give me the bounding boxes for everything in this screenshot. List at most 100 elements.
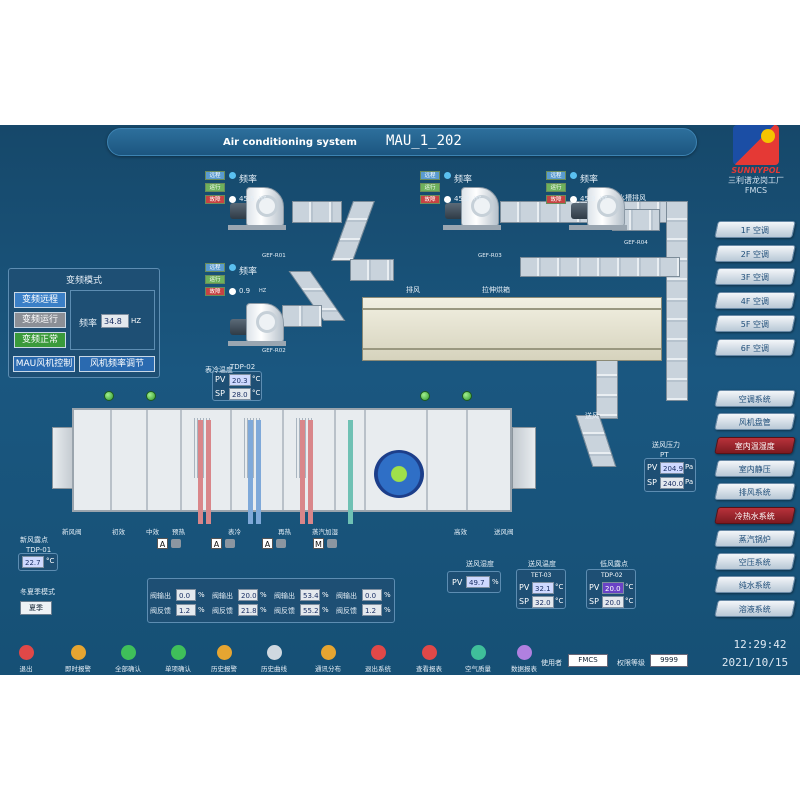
mau-fan-control-button[interactable]: MAU风机控制 bbox=[13, 356, 75, 372]
fan-freq-label: 频率 bbox=[239, 267, 258, 277]
exhaust-fan-gef-r01[interactable] bbox=[222, 181, 286, 230]
system-button-label: 空调系统 bbox=[738, 395, 771, 404]
floor-button-3f[interactable]: 3F 空调 bbox=[714, 268, 796, 285]
valve-output-value: 53.4 bbox=[300, 589, 320, 601]
toolbar-button-10[interactable]: 空气质量 bbox=[452, 645, 504, 673]
system-button-label: 纯水系统 bbox=[738, 581, 771, 591]
fan-freq-label: 频率 bbox=[454, 175, 473, 185]
system-button-6[interactable]: 冷热水系统 bbox=[714, 506, 796, 524]
level-value: 9999 bbox=[650, 654, 688, 667]
toolbar-button-9[interactable]: 查看报表 bbox=[403, 645, 455, 673]
fan-freq-label: 频率 bbox=[239, 175, 258, 185]
logo-mark-icon bbox=[733, 125, 779, 165]
ahu-section-label: 表冷 bbox=[228, 528, 241, 536]
tdp02-tag: TDP-02 bbox=[230, 363, 256, 371]
valve-actuator-tag[interactable]: A bbox=[157, 538, 168, 549]
fan-icon bbox=[597, 195, 619, 217]
season-value[interactable]: 夏季 bbox=[20, 601, 52, 615]
fan-status-badge: 故障 bbox=[205, 195, 225, 204]
duct-segment bbox=[292, 201, 342, 223]
system-title: Air conditioning system bbox=[223, 137, 357, 148]
status-light bbox=[462, 391, 472, 401]
logo-company: 三利谱龙岗工厂 bbox=[728, 176, 784, 185]
floor-button-1f[interactable]: 1F 空调 bbox=[714, 221, 796, 238]
system-button-4[interactable]: 室内静压 bbox=[714, 459, 796, 477]
system-button-8[interactable]: 空压系统 bbox=[714, 553, 796, 571]
fan-status-badge: 远程 bbox=[205, 171, 225, 180]
ahu-section-label: 蒸汽加湿 bbox=[312, 528, 338, 536]
fresh-dew-tag: TDP-01 bbox=[26, 546, 52, 554]
toolbar-button-label: 通讯分布 bbox=[315, 665, 341, 673]
floor-button-4f[interactable]: 4F 空调 bbox=[714, 291, 796, 309]
fan-run-indicator bbox=[229, 172, 236, 179]
valve-output-value: 0.0 bbox=[176, 589, 196, 601]
valve-body-icon bbox=[171, 539, 181, 548]
vfd-remote-button[interactable]: 变频远程 bbox=[14, 292, 66, 308]
system-button-5[interactable]: 排风系统 bbox=[714, 483, 796, 501]
system-button-label: 溶液系统 bbox=[738, 604, 771, 614]
stretch-oven bbox=[362, 297, 662, 361]
fan-status-badge: 运行 bbox=[205, 275, 225, 284]
status-light bbox=[420, 391, 430, 401]
supply-pressure-sp[interactable]: 240.0 bbox=[660, 477, 684, 489]
fan-icon bbox=[256, 195, 278, 217]
exhaust-fan-gef-r02[interactable] bbox=[222, 297, 286, 346]
system-button-1[interactable]: 空调系统 bbox=[714, 390, 796, 407]
valve-actuator-tag[interactable]: A bbox=[211, 538, 222, 549]
supply-air-label: 送风 bbox=[585, 412, 599, 420]
vfd-normal-button[interactable]: 变频正常 bbox=[14, 332, 66, 348]
fan-status-badge: 远程 bbox=[420, 171, 440, 180]
vfd-run-button[interactable]: 变频运行 bbox=[14, 312, 66, 328]
floor-button-2f[interactable]: 2F 空调 bbox=[714, 244, 796, 262]
system-button-2[interactable]: 风机盘管 bbox=[714, 413, 796, 431]
floor-button-label: 6F 空调 bbox=[740, 343, 769, 353]
valve-actuator-tag[interactable]: M bbox=[313, 538, 324, 549]
valve-unit: % bbox=[260, 591, 267, 599]
exhaust-fan-gef-r04[interactable] bbox=[563, 181, 627, 230]
toolbar-button-7[interactable]: 通讯分布 bbox=[302, 645, 354, 673]
floor-button-6f[interactable]: 6F 空调 bbox=[714, 338, 796, 356]
supply-temp-sp[interactable]: 32.0 bbox=[532, 596, 554, 608]
check-icon bbox=[120, 645, 136, 660]
fan-status-badge: 远程 bbox=[205, 263, 225, 272]
fan-id-label: GEF-R04 bbox=[624, 240, 648, 246]
supply-fan-icon[interactable] bbox=[374, 450, 424, 498]
fresh-air-damper[interactable] bbox=[52, 427, 74, 489]
toolbar-button-label: 空气质量 bbox=[465, 665, 491, 673]
toolbar-button-6[interactable]: 历史曲线 bbox=[248, 645, 300, 673]
valve-feedback-label: 阀反馈 bbox=[274, 607, 295, 615]
low-dew-sp[interactable]: 20.0 bbox=[602, 596, 624, 608]
toolbar-button-1[interactable]: 退出 bbox=[0, 645, 52, 673]
user-label: 使用者 bbox=[541, 659, 562, 667]
duct-segment bbox=[596, 357, 618, 419]
fan-id-label: GEF-R02 bbox=[262, 348, 286, 354]
toolbar-button-label: 查看报表 bbox=[416, 665, 442, 673]
clock-time: 12:29:42 bbox=[733, 638, 787, 651]
ahu-section-label: 中效 bbox=[146, 528, 159, 536]
toolbar-button-11[interactable]: 数据报表 bbox=[498, 645, 550, 673]
toolbar-button-8[interactable]: 退出系统 bbox=[352, 645, 404, 673]
toolbar-button-3[interactable]: 全部确认 bbox=[102, 645, 154, 673]
ahu-section-label: 新风阀 bbox=[62, 528, 82, 536]
floor-button-5f[interactable]: 5F 空调 bbox=[714, 315, 796, 332]
vfd-freq-value[interactable]: 34.8 bbox=[101, 314, 129, 328]
system-button-9[interactable]: 纯水系统 bbox=[714, 576, 796, 594]
power-icon bbox=[18, 645, 34, 660]
exhaust-fan-gef-r03[interactable] bbox=[437, 181, 501, 230]
system-button-7[interactable]: 蒸汽锅炉 bbox=[714, 529, 796, 547]
valve-output-label: 阀输出 bbox=[212, 592, 233, 600]
valve-body-icon bbox=[225, 539, 235, 548]
fan-freq-value: 45.5 bbox=[239, 195, 255, 203]
valve-actuator-tag[interactable]: A bbox=[262, 538, 273, 549]
tdp02-sp[interactable]: 28.0 bbox=[229, 388, 251, 400]
ahu-section-label: 初效 bbox=[112, 528, 125, 536]
supply-humidity-title: 送风湿度 bbox=[466, 560, 494, 568]
air-handling-unit bbox=[72, 408, 512, 524]
system-button-3[interactable]: 室内温湿度 bbox=[714, 436, 796, 454]
supply-air-damper[interactable] bbox=[512, 427, 536, 489]
system-button-10[interactable]: 溶液系统 bbox=[714, 599, 796, 617]
fan-freq-adjust-button[interactable]: 风机频率调节 bbox=[79, 356, 155, 372]
toolbar-button-5[interactable]: 历史报警 bbox=[198, 645, 250, 673]
toolbar-button-4[interactable]: 单项确认 bbox=[152, 645, 204, 673]
toolbar-button-2[interactable]: 即时报警 bbox=[52, 645, 104, 673]
